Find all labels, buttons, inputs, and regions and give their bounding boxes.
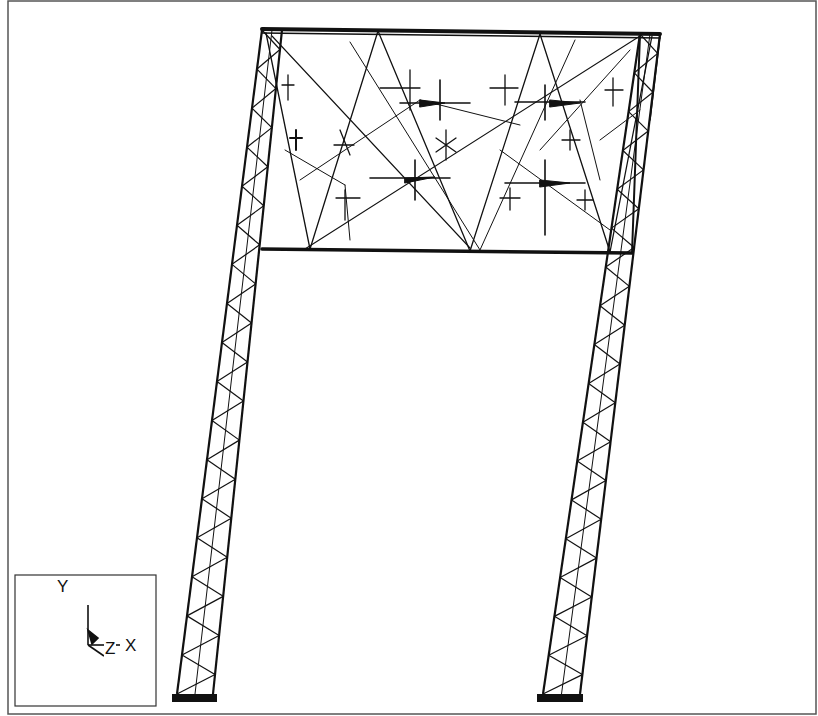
base-plate xyxy=(172,694,217,702)
image-border xyxy=(8,1,816,714)
truss-frame xyxy=(262,29,660,253)
axis-label: Y xyxy=(56,578,69,595)
axis-label: X xyxy=(124,637,137,654)
triad-box xyxy=(15,575,156,706)
axis-label: Z xyxy=(104,640,116,657)
lattice-legs xyxy=(177,30,660,694)
base-plate xyxy=(537,694,583,702)
axis-triad xyxy=(88,605,120,656)
